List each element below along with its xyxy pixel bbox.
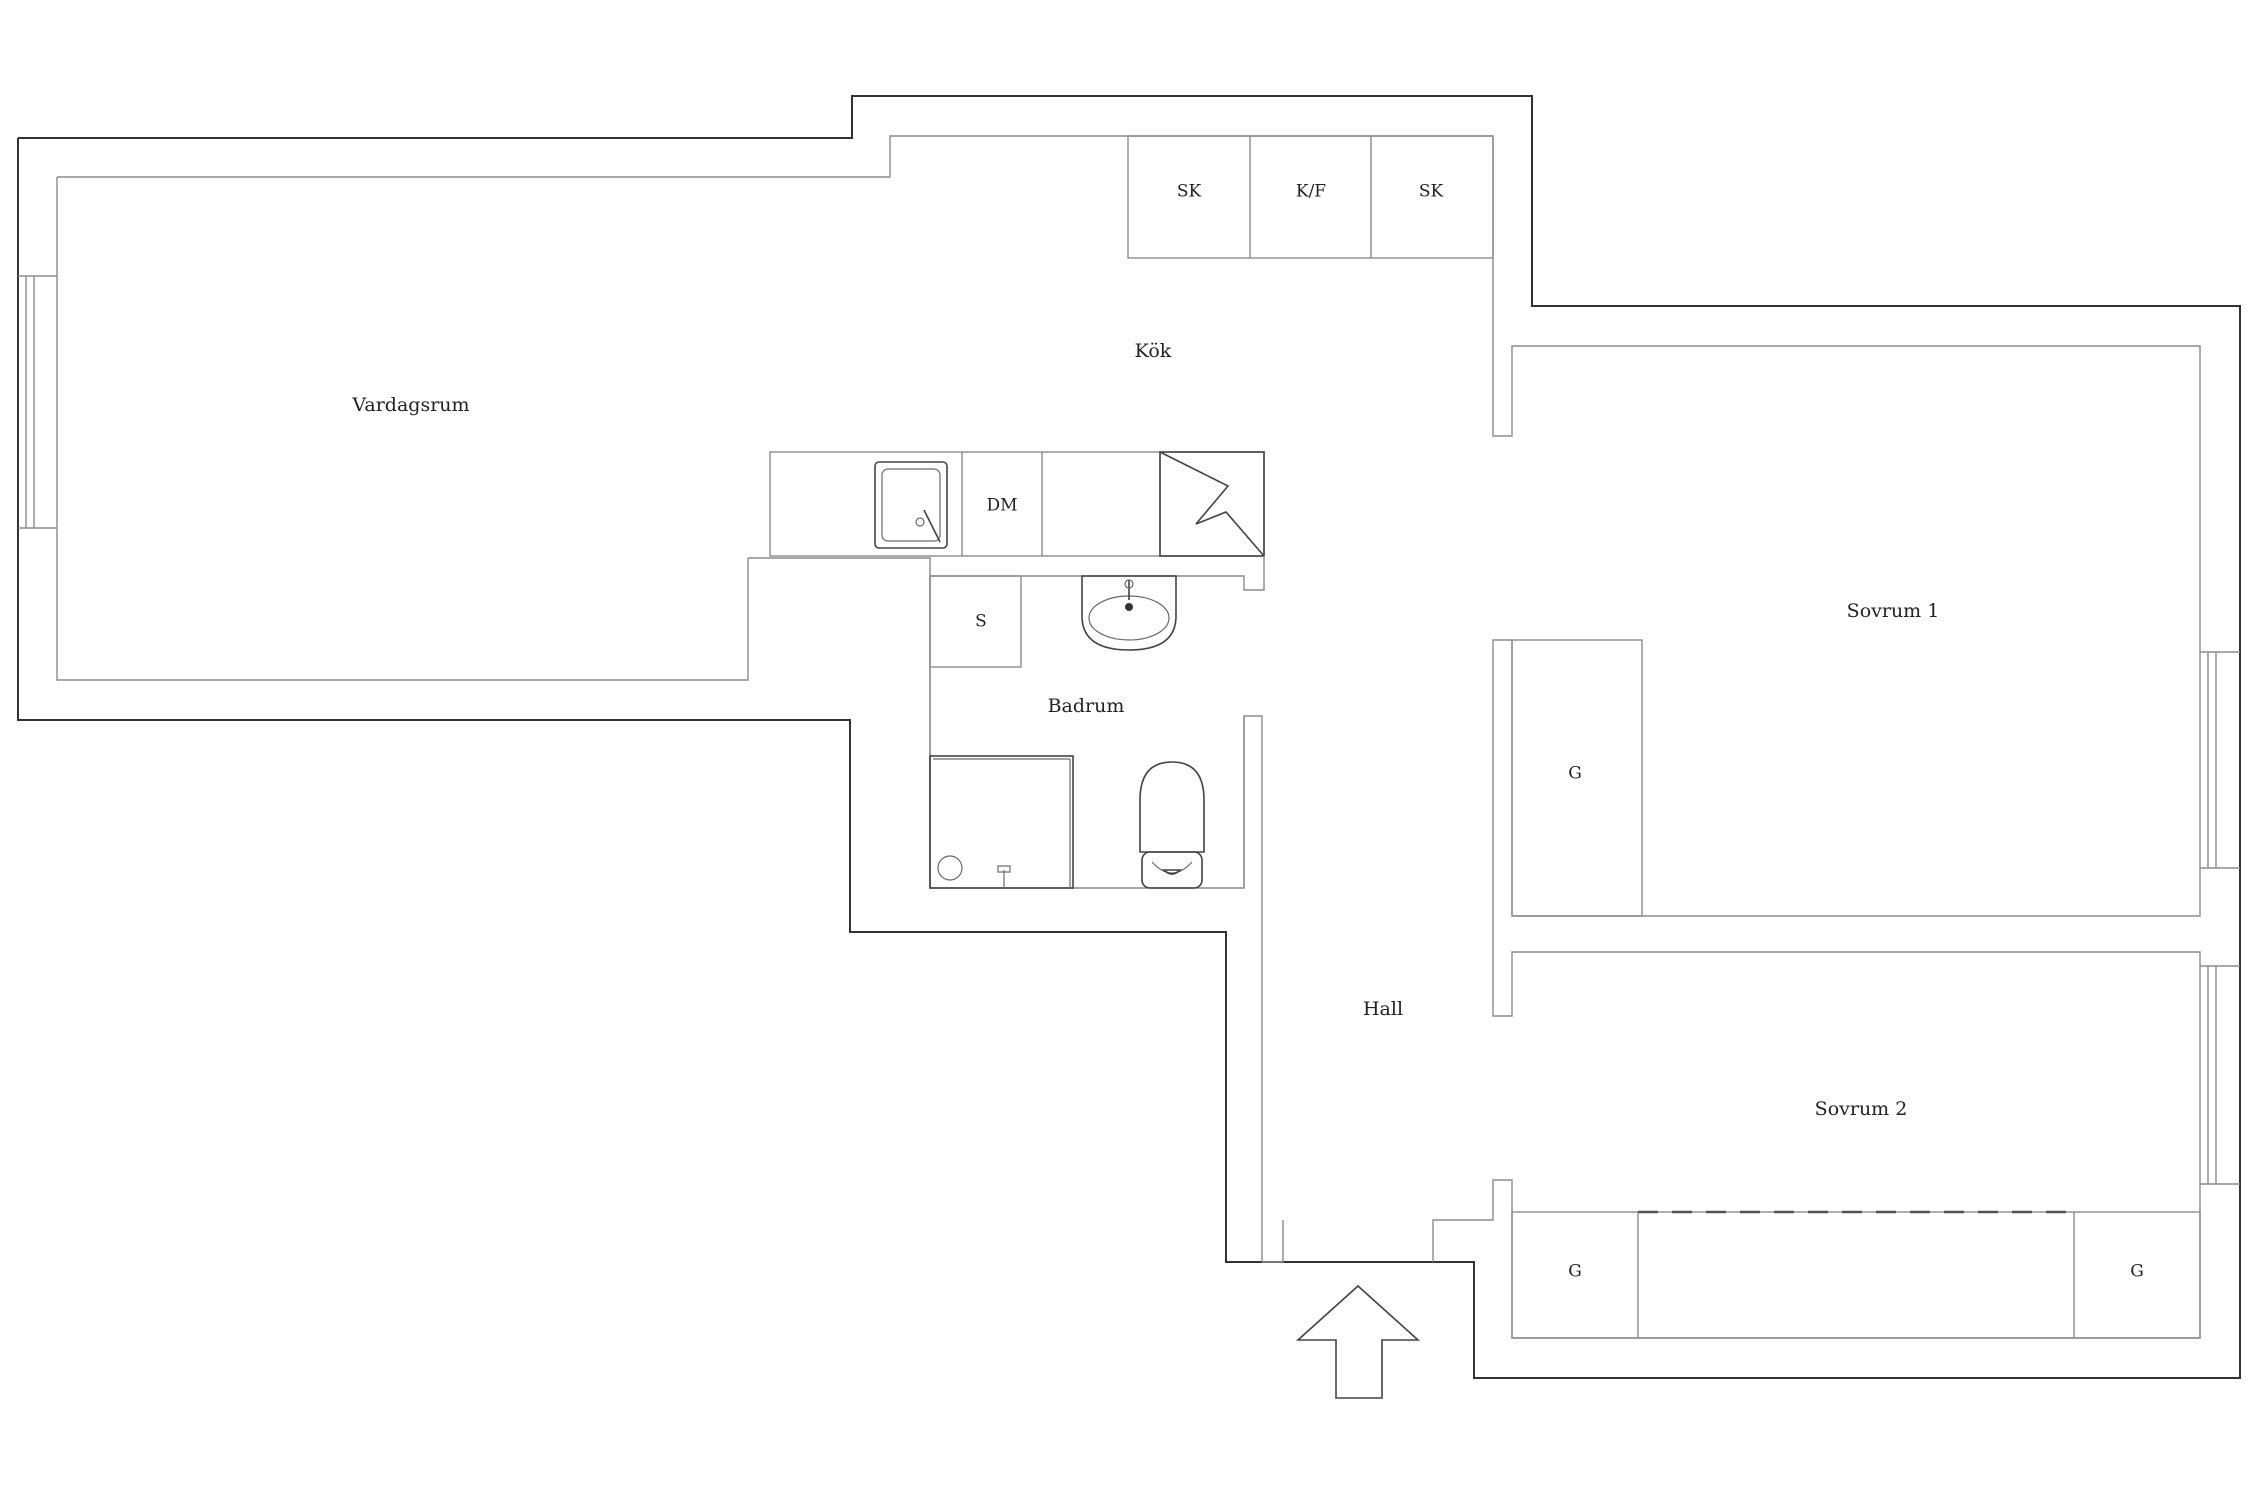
window-vardagsrum: [18, 275, 57, 529]
label-kok: Kök: [1135, 340, 1172, 362]
washbasin-icon: [1081, 575, 1177, 651]
partition-kok-sovrum: [1432, 258, 2201, 1339]
label-vardagsrum: Vardagsrum: [351, 394, 469, 416]
label-s: S: [975, 612, 987, 632]
bathroom-storage: [929, 575, 1022, 668]
toilet-icon: [1139, 761, 1205, 889]
wardrobe-sovrum1: [1511, 639, 1643, 917]
outer-walls: [17, 95, 2241, 1379]
label-badrum: Badrum: [1048, 695, 1125, 717]
bathroom-walls: [748, 556, 1284, 1263]
kitchen-upper-counter: [1127, 135, 1494, 259]
window-sovrum2: [2200, 965, 2240, 1185]
label-g-sovrum2-right: G: [2130, 1262, 2144, 1282]
label-kf: K/F: [1296, 182, 1326, 202]
label-dm: DM: [986, 496, 1017, 516]
label-g-sovrum1: G: [1568, 764, 1582, 784]
label-hall: Hall: [1363, 998, 1403, 1020]
shower-icon: [929, 755, 1074, 889]
stove-icon: [1159, 451, 1265, 557]
label-g-sovrum2-left: G: [1568, 1262, 1582, 1282]
entrance-arrow-icon: [1295, 1284, 1421, 1399]
label-sovrum2: Sovrum 2: [1815, 1098, 1908, 1120]
label-sovrum1: Sovrum 1: [1847, 600, 1940, 622]
label-sk-left: SK: [1177, 182, 1202, 202]
label-sk-right: SK: [1419, 182, 1444, 202]
wardrobe-sovrum2: [1511, 1210, 2201, 1339]
kitchen-sink-icon: [874, 461, 948, 549]
window-sovrum1: [2200, 651, 2240, 869]
